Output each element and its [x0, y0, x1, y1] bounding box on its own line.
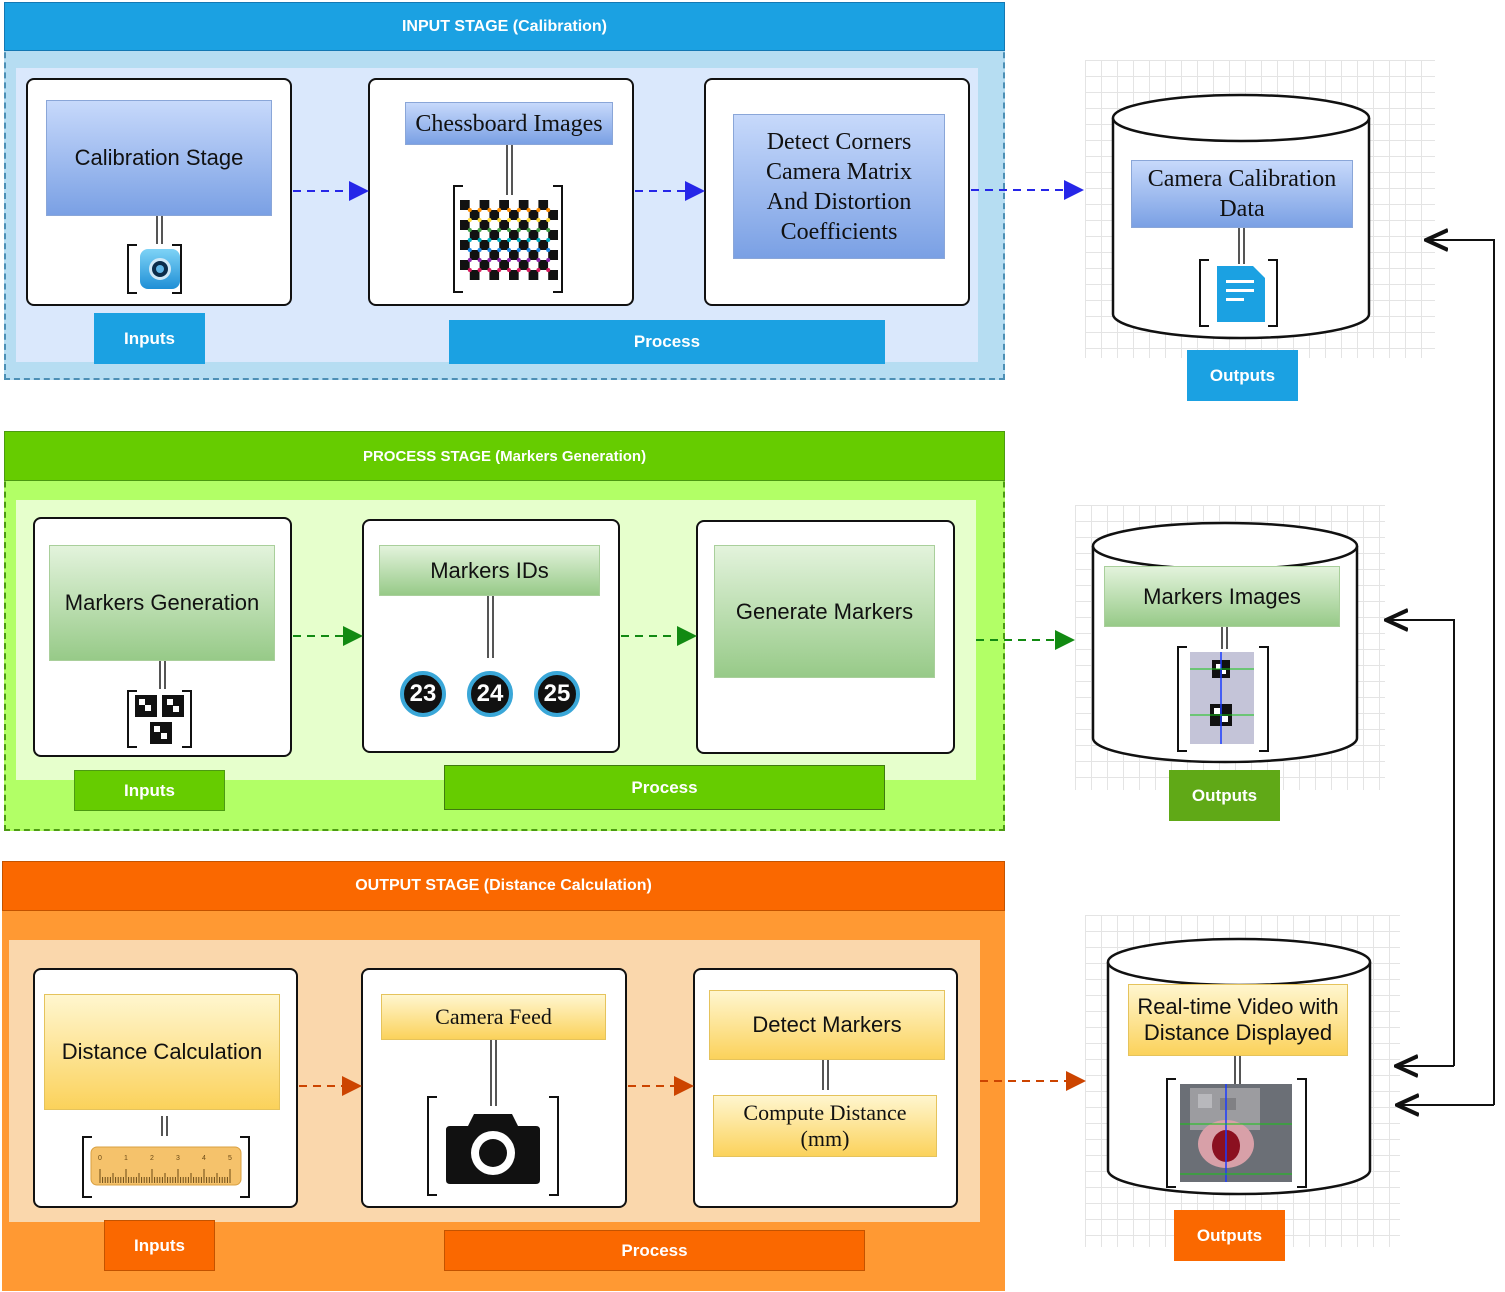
bracket — [82, 1136, 92, 1198]
connector — [156, 216, 163, 244]
ruler-icon: 0 1 2 3 4 5 — [90, 1146, 242, 1186]
aruco-marker-icon — [135, 695, 184, 744]
compute-distance-box: Compute Distance (mm) — [713, 1095, 937, 1157]
bracket — [182, 690, 192, 748]
connector — [822, 1060, 829, 1090]
detect-markers-box: Detect Markers — [709, 990, 945, 1060]
bracket — [1268, 259, 1278, 327]
chessboard-images-box: Chessboard Images — [405, 102, 613, 145]
bracket — [1259, 646, 1269, 752]
calibration-stage-box: Calibration Stage — [46, 100, 272, 216]
markers-generation-box: Markers Generation — [49, 545, 275, 661]
video-frame-image — [1180, 1084, 1292, 1182]
bracket — [1199, 259, 1209, 327]
input-stage-header: INPUT STAGE (Calibration) — [4, 2, 1005, 51]
bracket — [127, 690, 137, 748]
realtime-video-box: Real-time Video with Distance Displayed — [1128, 984, 1348, 1056]
ruler-number: 4 — [202, 1155, 206, 1162]
markers-images-box: Markers Images — [1104, 566, 1340, 627]
ruler-number: 2 — [150, 1155, 154, 1162]
connector — [506, 145, 513, 195]
chessboard-image — [460, 200, 558, 280]
output-stage-header: OUTPUT STAGE (Distance Calculation) — [2, 861, 1005, 911]
ruler-number: 5 — [228, 1155, 232, 1162]
camera-feed-box: Camera Feed — [381, 994, 606, 1040]
output-stage-inputs-tag: Inputs — [104, 1220, 215, 1271]
bracket — [1177, 646, 1187, 752]
connector — [1238, 228, 1245, 264]
bracket — [127, 244, 137, 294]
bracket — [453, 185, 463, 293]
connector — [490, 1040, 497, 1106]
bracket — [1297, 1078, 1307, 1188]
ruler-number: 1 — [124, 1155, 128, 1162]
camera-icon — [444, 1106, 542, 1192]
process-stage-header: PROCESS STAGE (Markers Generation) — [4, 431, 1005, 481]
bracket — [172, 244, 182, 294]
distance-flow-arrows — [299, 1071, 1086, 1096]
camera-calibration-data-box: Camera Calibration Data — [1131, 160, 1353, 228]
markers-flow-arrows — [293, 626, 1075, 650]
bracket — [240, 1136, 250, 1198]
process-stage-outputs-tag: Outputs — [1169, 770, 1280, 821]
marker-id-badge: 25 — [534, 671, 580, 717]
camera-app-icon — [140, 249, 180, 289]
ruler-number: 3 — [176, 1155, 180, 1162]
bracket — [427, 1096, 437, 1196]
ruler-number: 0 — [98, 1155, 102, 1162]
marker-id-badge: 24 — [467, 671, 513, 717]
output-stage-outputs-tag: Outputs — [1174, 1210, 1285, 1261]
marker-detection-image — [1190, 652, 1254, 744]
input-stage-inputs-tag: Inputs — [94, 313, 205, 364]
input-stage-outputs-tag: Outputs — [1187, 350, 1298, 401]
input-stage-title: INPUT STAGE (Calibration) — [401, 17, 608, 35]
connector — [1234, 1056, 1241, 1084]
bracket — [1166, 1078, 1176, 1188]
process-stage-process-tag: Process — [444, 765, 885, 810]
connector — [159, 661, 166, 689]
process-stage-title: PROCESS STAGE (Markers Generation) — [362, 447, 647, 465]
calibration-flow-arrows — [293, 180, 1084, 201]
connector — [487, 596, 494, 658]
generate-markers-box: Generate Markers — [714, 545, 935, 678]
distance-calculation-box: Distance Calculation — [44, 994, 280, 1110]
input-stage-process-tag: Process — [449, 320, 885, 364]
marker-id-badge: 23 — [400, 671, 446, 717]
connector — [1221, 627, 1228, 649]
markers-ids-box: Markers IDs — [379, 545, 600, 596]
feedback-arrows — [1388, 240, 1495, 1105]
bracket — [553, 185, 563, 293]
detect-corners-box: Detect Corners Camera Matrix And Distort… — [733, 114, 945, 259]
output-stage-title: OUTPUT STAGE (Distance Calculation) — [355, 877, 652, 894]
output-stage-process-tag: Process — [444, 1230, 865, 1271]
bracket — [549, 1096, 559, 1196]
process-stage-inputs-tag: Inputs — [74, 770, 225, 811]
document-icon — [1217, 266, 1265, 322]
connector — [161, 1116, 168, 1136]
